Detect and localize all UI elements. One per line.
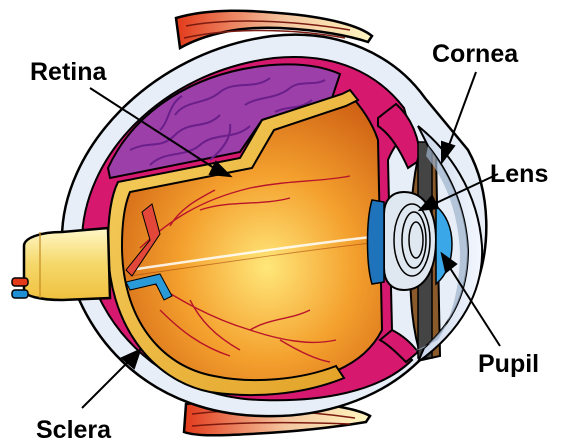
cornea-label: Cornea bbox=[432, 40, 519, 68]
sclera-label: Sclera bbox=[36, 416, 112, 444]
retina-label: Retina bbox=[30, 58, 108, 86]
sclera-leader bbox=[82, 362, 128, 408]
vein-stub bbox=[12, 290, 28, 298]
lens-label: Lens bbox=[490, 160, 548, 188]
cornea-leader bbox=[448, 72, 476, 148]
artery-stub bbox=[12, 278, 28, 286]
pupil-label: Pupil bbox=[478, 350, 539, 378]
optic-nerve bbox=[24, 228, 110, 300]
